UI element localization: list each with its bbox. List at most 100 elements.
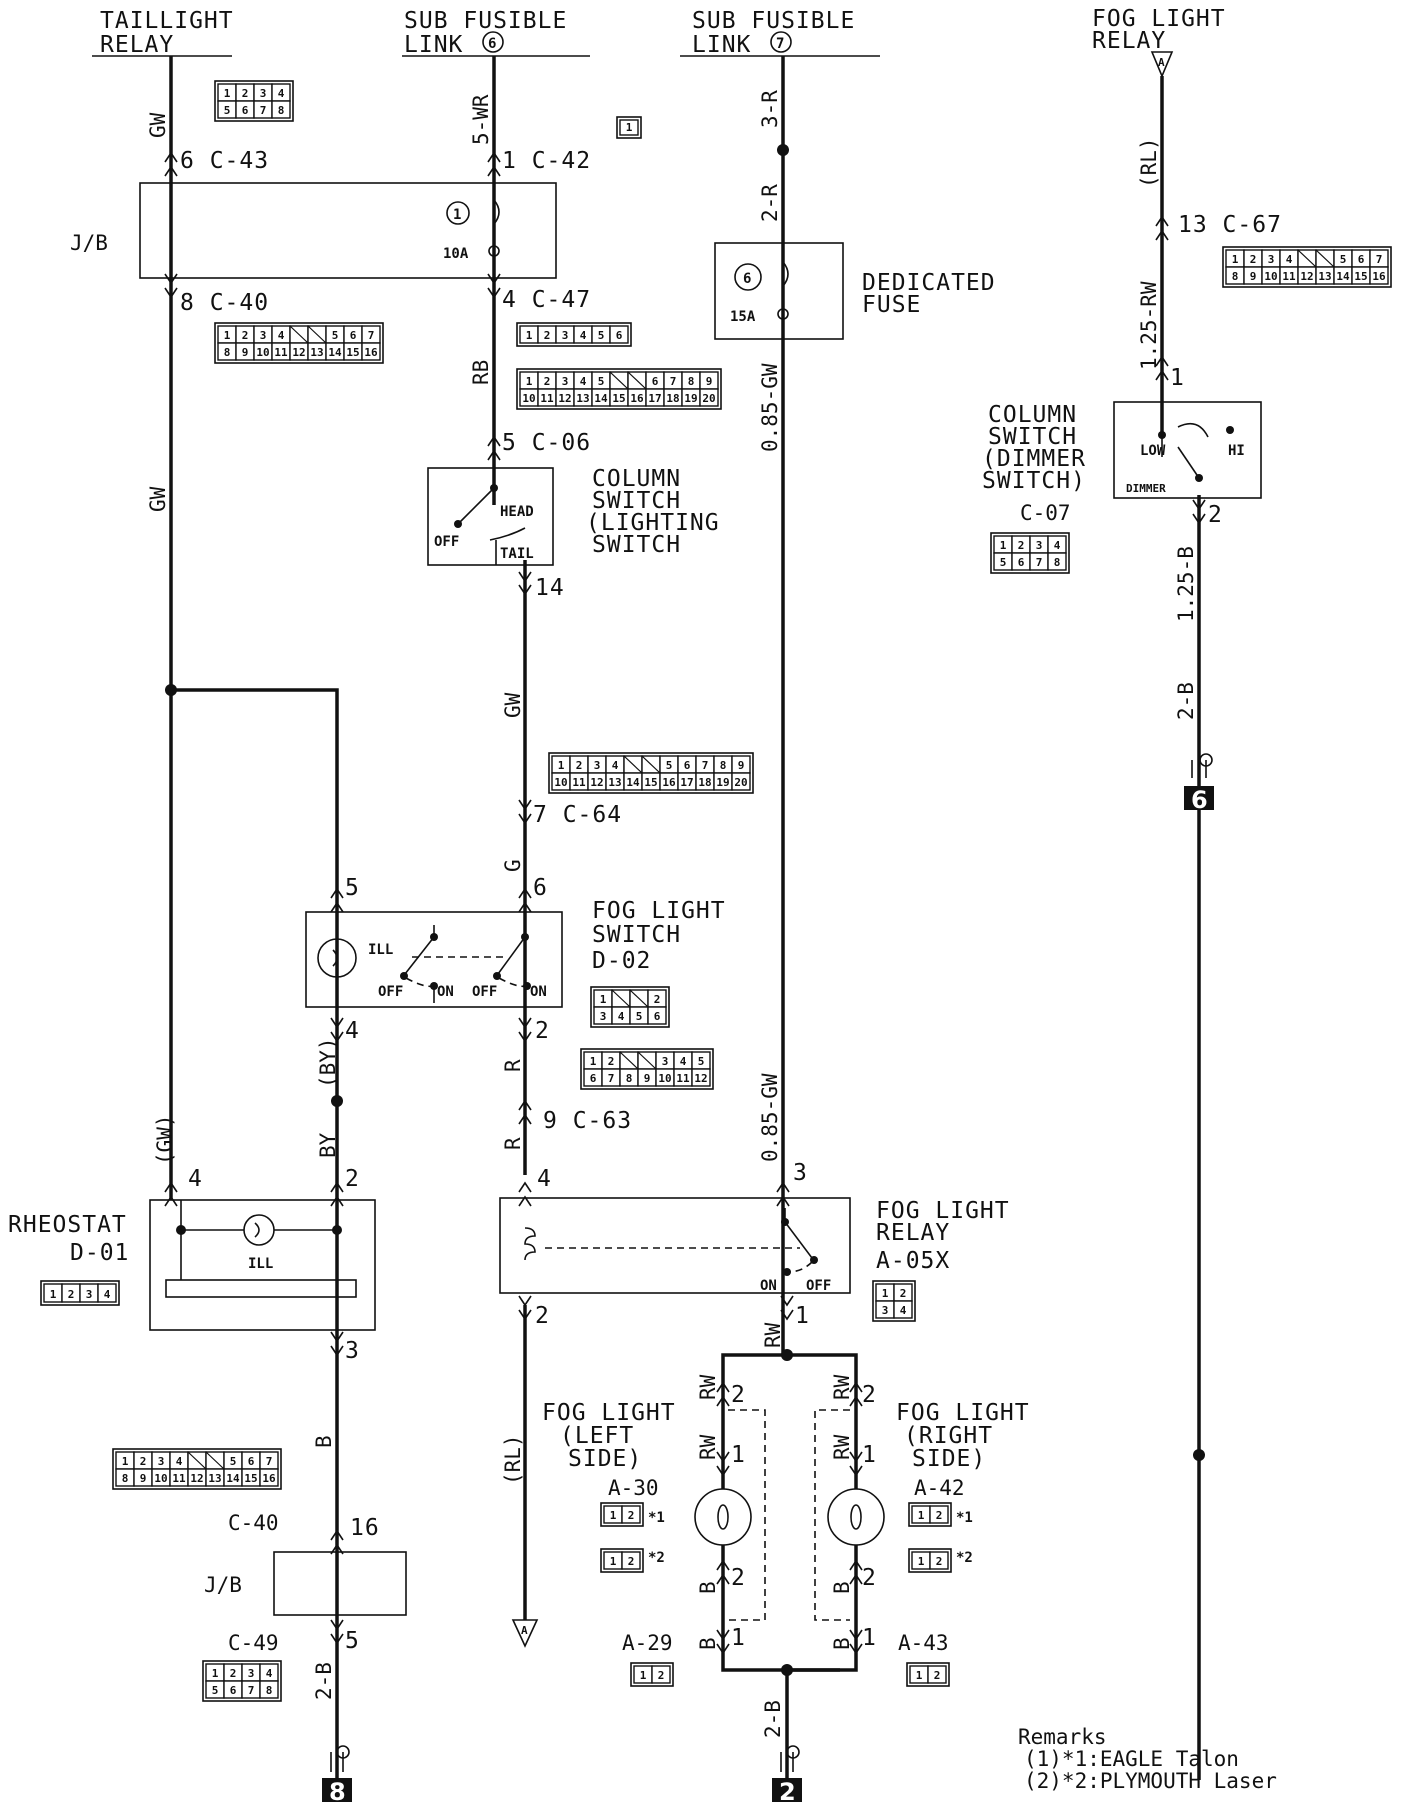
svg-text:FOG LIGHT: FOG LIGHT [896,1400,1030,1426]
pin-label: 18 [666,392,679,405]
svg-text:10A: 10A [443,246,469,262]
column-switch-dimmer: COLUMN SWITCH (DIMMER SWITCH) C-07 LOW H… [982,401,1262,525]
pin-label: 7 [670,375,677,388]
pin-label: 6 [242,104,249,117]
pin-label: 6 [1358,253,1365,266]
fog-light-switch: ILL OFF ON OFF ON FOG LIGHT SWITCH D-02 [305,898,725,1008]
pin-label: 16 [662,776,676,789]
pin-label: 11 [274,346,288,359]
pin-label: 2 [140,1455,147,1468]
svg-text:(RL): (RL) [501,1434,525,1485]
svg-text:A-42: A-42 [914,1476,965,1500]
pin-label: 7 [368,329,375,342]
pin-label: 15 [346,346,359,359]
svg-text:DIMMER: DIMMER [1126,482,1166,495]
svg-text:RW: RW [830,1374,854,1400]
pin-label: 2 [242,329,249,342]
pin-label: 20 [734,776,747,789]
pin-label: 2 [900,1287,907,1300]
pin-label: 11 [172,1472,186,1485]
svg-text:13 C-67: 13 C-67 [1178,212,1282,238]
pin-label: 2 [544,329,551,342]
svg-text:(LEFT: (LEFT [560,1423,634,1449]
pin-label: 2 [608,1055,615,1068]
svg-text:RELAY: RELAY [876,1220,950,1246]
pin-label: 13 [208,1472,221,1485]
pin-label: 5 [636,1010,643,1023]
rheostat: ILL RHEOSTAT D-01 [8,1199,376,1331]
pin-label: 4 [900,1304,907,1317]
pin-label: 2 [230,1667,237,1680]
pin-label: 12 [694,1072,707,1085]
svg-text:2-B: 2-B [761,1700,785,1738]
svg-text:8 C-40: 8 C-40 [180,290,269,316]
pin-label: 9 [644,1072,651,1085]
pin-label: 14 [1336,270,1350,283]
pin-label: 8 [278,104,285,117]
svg-text:5 C-06: 5 C-06 [502,430,591,456]
pin-label: 5 [212,1684,219,1697]
svg-text:2: 2 [731,1565,746,1591]
pin-label: 1 [224,87,231,100]
svg-text:HI: HI [1228,443,1245,459]
pin-label: 6 [684,759,691,772]
svg-text:15A: 15A [730,309,756,325]
pin-label: 3 [662,1055,669,1068]
svg-text:4: 4 [188,1166,203,1192]
pin-label: 10 [522,392,535,405]
svg-text:(BY): (BY) [316,1037,340,1088]
pin-label: 2 [628,1509,635,1522]
svg-text:7 C-64: 7 C-64 [533,802,622,828]
pin-label: 11 [540,392,554,405]
pin-label: 6 [248,1455,255,1468]
pin-label: 2 [242,87,249,100]
svg-text:ILL: ILL [368,942,393,958]
svg-text:(GW): (GW) [153,1114,177,1165]
svg-text:R: R [501,1137,525,1150]
svg-text:SUB FUSIBLE: SUB FUSIBLE [404,8,567,34]
pin-label: 3 [594,759,601,772]
pin-label: 10 [256,346,269,359]
svg-text:ON: ON [437,984,454,1000]
pin-label: 19 [684,392,697,405]
svg-text:1: 1 [731,1442,746,1468]
svg-text:LINK: LINK [404,32,463,58]
pin-label: 1 [600,993,607,1006]
svg-text:2: 2 [1208,502,1223,528]
pin-label: 1 [590,1055,597,1068]
pin-label: 9 [242,346,249,359]
pin-label: 4 [580,329,587,342]
svg-text:SWITCH: SWITCH [592,532,681,558]
pin-label: 7 [260,104,267,117]
pin-label: 7 [248,1684,255,1697]
pin-label: 19 [716,776,729,789]
pin-label: 3 [260,87,267,100]
pin-label: 4 [612,759,619,772]
svg-text:*2: *2 [956,1550,973,1566]
pin-label: 2 [1018,539,1025,552]
svg-text:B: B [696,1581,720,1594]
pin-label: 1 [526,329,533,342]
svg-text:OFF: OFF [434,534,459,550]
svg-text:4: 4 [537,1166,552,1192]
svg-text:(RL): (RL) [1137,137,1161,188]
pin-label: 6 [652,375,659,388]
pin-label: 1 [1000,539,1007,552]
svg-text:A-30: A-30 [608,1476,659,1500]
pin-label: 9 [706,375,713,388]
pin-label: 4 [1286,253,1293,266]
svg-text:2-B: 2-B [312,1662,336,1700]
sub-fusible-link-7-label: SUB FUSIBLE LINK 7 [680,8,880,58]
pin-label: 1 [916,1669,923,1682]
svg-text:D-02: D-02 [592,948,651,974]
svg-text:1: 1 [795,1303,810,1329]
svg-text:A-43: A-43 [898,1631,949,1655]
svg-text:6 C-43: 6 C-43 [180,148,269,174]
svg-text:2: 2 [345,1166,360,1192]
pin-label: 3 [562,329,569,342]
svg-text:4: 4 [345,1018,360,1044]
